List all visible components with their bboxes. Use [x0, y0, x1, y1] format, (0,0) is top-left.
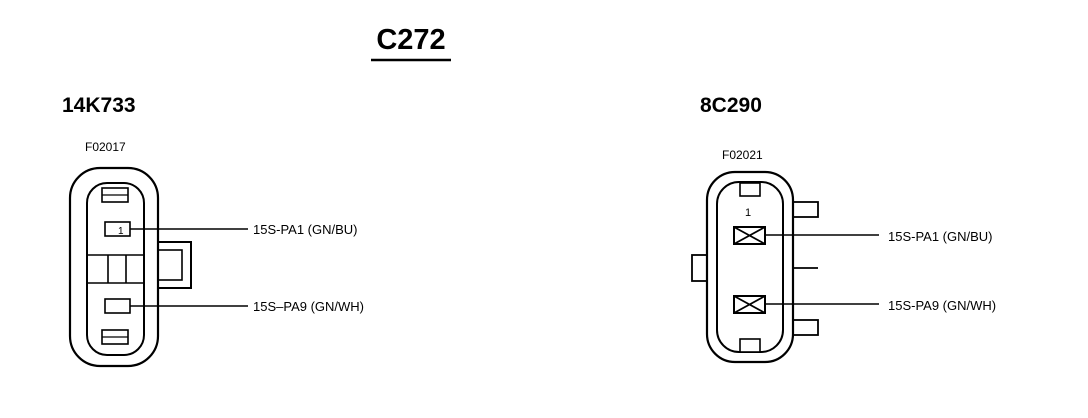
right-top-latch [739, 182, 761, 197]
right-pin2-terminal [733, 295, 766, 314]
right-pin1-label: 1 [745, 207, 751, 219]
right-wire2-label: 15S-PA9 (GN/WH) [888, 298, 996, 313]
right-connector-name: 8C290 [700, 94, 762, 117]
left-wire1-label: 15S-PA1 (GN/BU) [253, 222, 358, 237]
diagram-title: C272 [376, 24, 445, 56]
left-connector-name: 14K733 [62, 94, 136, 117]
right-bottom-latch [739, 338, 761, 353]
left-inner-housing [86, 182, 145, 356]
right-connector: 8C290 F02021 1 15 [691, 94, 996, 364]
left-pin2-cavity [104, 298, 131, 314]
left-connector: 14K733 F02017 1 15S-PA1 (GN/BU) 15S–PA9 … [62, 94, 364, 368]
right-wire1-label: 15S-PA1 (GN/BU) [888, 229, 993, 244]
left-side-lock-tab [157, 241, 192, 289]
left-pin1-label: 1 [118, 226, 124, 237]
left-part-number: F02017 [85, 140, 126, 154]
right-outer-housing [705, 170, 795, 364]
left-wire2-label: 15S–PA9 (GN/WH) [253, 299, 364, 314]
right-part-number: F02021 [722, 148, 763, 162]
right-pin1-terminal [733, 226, 766, 245]
